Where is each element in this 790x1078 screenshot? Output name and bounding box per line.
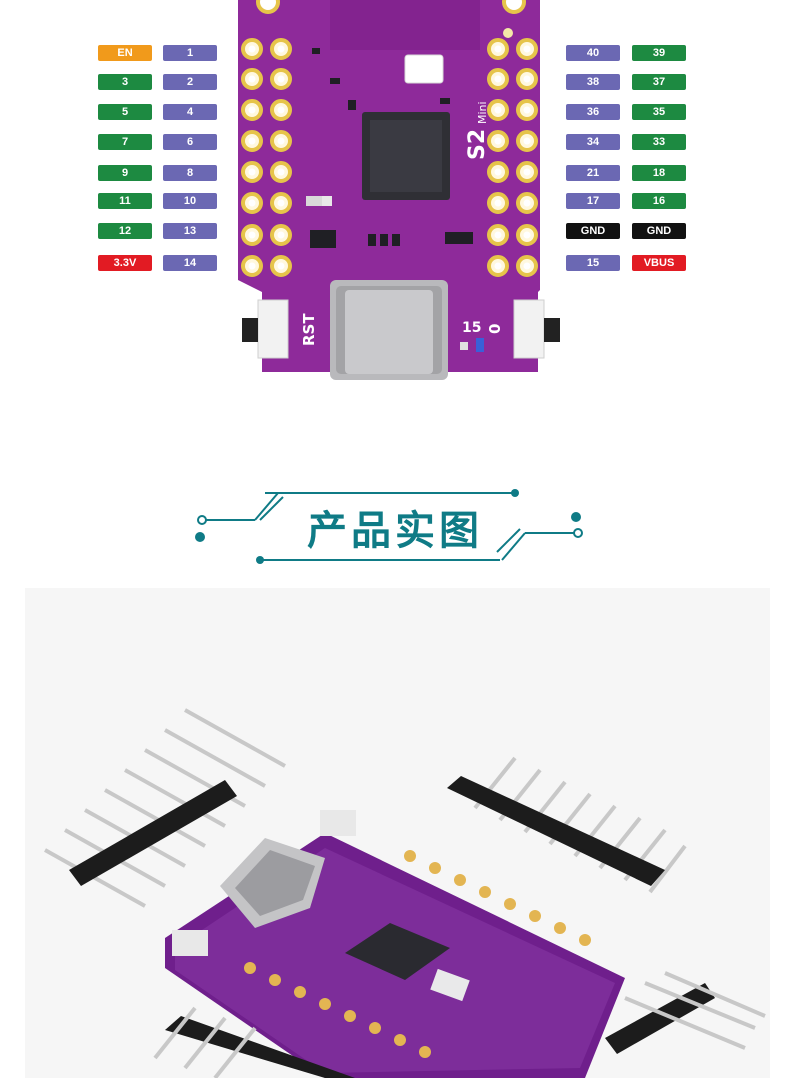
pin-label-right-inner: 21 <box>566 165 620 181</box>
pin-label-left-inner: 4 <box>163 104 217 120</box>
pin-label-right-outer: 33 <box>632 134 686 150</box>
section-title-decoration <box>195 489 583 564</box>
pin-label-left-outer: 7 <box>98 134 152 150</box>
pin-label-right-inner: 40 <box>566 45 620 61</box>
decor-ring <box>573 528 583 538</box>
pin-label-left-outer: 5 <box>98 104 152 120</box>
header-pads <box>241 38 538 277</box>
header-pad-hole <box>523 75 531 83</box>
header-pad-hole <box>277 137 285 145</box>
mount-hole <box>256 0 280 14</box>
pin-label-right-inner: 38 <box>566 74 620 90</box>
pin-label-left-outer: 3.3V <box>98 255 152 271</box>
pin-label-right-outer: 16 <box>632 193 686 209</box>
pin-label-right-inner: 36 <box>566 104 620 120</box>
header-pad-hole <box>248 199 256 207</box>
pin-label-left-inner: 8 <box>163 165 217 181</box>
fiducial <box>503 28 513 38</box>
pin-label-left-outer: 11 <box>98 193 152 209</box>
pin-label-left-inner: 6 <box>163 134 217 150</box>
header-pad-hole <box>494 262 502 270</box>
pin-label-right-outer: VBUS <box>632 255 686 271</box>
header-pads-photo <box>244 850 591 1058</box>
header-pad-hole <box>523 137 531 145</box>
led-icon <box>476 338 484 352</box>
boot-button-icon <box>513 299 560 359</box>
pin-header-icon <box>153 1006 257 1078</box>
pin-label-left-inner: 2 <box>163 74 217 90</box>
rst-button-icon <box>242 299 289 359</box>
header-pad-hole <box>494 231 502 239</box>
header-pad-hole <box>277 231 285 239</box>
header-pad-hole <box>277 262 285 270</box>
header-pad-hole <box>494 168 502 176</box>
header-pad-hole <box>494 199 502 207</box>
header-pad-hole <box>248 262 256 270</box>
header-pad-hole <box>523 199 531 207</box>
header-pad-hole <box>248 75 256 83</box>
header-pad-hole <box>248 45 256 53</box>
header-pad-hole <box>248 231 256 239</box>
header-pad-hole <box>523 262 531 270</box>
header-pad-hole <box>248 106 256 114</box>
pin-label-right-outer: 37 <box>632 74 686 90</box>
pin-label-left-outer: EN <box>98 45 152 61</box>
header-pad-hole <box>277 199 285 207</box>
button-photo-icon <box>320 810 356 836</box>
pin-label-right-outer: 18 <box>632 165 686 181</box>
decor-dot <box>571 512 581 522</box>
header-pad-hole <box>277 75 285 83</box>
product-photo <box>25 588 770 1078</box>
decor-ring <box>197 515 207 525</box>
pin-header-icon <box>624 971 766 1050</box>
section-title: 产品实图 <box>307 507 483 554</box>
header-pad-hole <box>523 168 531 176</box>
pin-label-right-outer: 39 <box>632 45 686 61</box>
crystal-photo-icon <box>430 968 470 1002</box>
pin-header-icon <box>69 780 237 886</box>
pin-label-right-inner: 34 <box>566 134 620 150</box>
pin-label-left-inner: 10 <box>163 193 217 209</box>
pin-label-left-outer: 9 <box>98 165 152 181</box>
decor-dot <box>511 489 519 497</box>
board-top-illustration: S2 Mini RST 15 0 <box>238 0 560 380</box>
decor-dot <box>256 556 264 564</box>
pin-label-left-outer: 3 <box>98 74 152 90</box>
header-pad-hole <box>494 45 502 53</box>
header-pad-hole <box>277 106 285 114</box>
header-pad-hole <box>494 137 502 145</box>
pin-label-right-outer: GND <box>632 223 686 239</box>
btn0-label: 0 <box>486 324 504 334</box>
header-pad-hole <box>523 106 531 114</box>
pin-label-right-inner: GND <box>566 223 620 239</box>
header-pad-hole <box>494 106 502 114</box>
pin-label-left-inner: 1 <box>163 45 217 61</box>
esp32-s2-chip-photo <box>345 923 450 980</box>
pin-label-left-outer: 12 <box>98 223 152 239</box>
header-pad-hole <box>277 168 285 176</box>
pin15-silk-label: 15 <box>462 320 481 336</box>
header-pad-hole <box>248 168 256 176</box>
header-pad-hole <box>248 137 256 145</box>
decor-dot <box>195 532 205 542</box>
pin-label-right-outer: 35 <box>632 104 686 120</box>
pin-label-left-inner: 14 <box>163 255 217 271</box>
board-model-label: S2 <box>465 129 490 160</box>
header-pad-hole <box>523 45 531 53</box>
header-pad-hole <box>494 75 502 83</box>
pin-label-right-inner: 17 <box>566 193 620 209</box>
button-photo-icon <box>172 930 208 956</box>
header-pad-hole <box>277 45 285 53</box>
pin-label-left-inner: 13 <box>163 223 217 239</box>
mount-hole <box>502 0 526 14</box>
header-pad-hole <box>523 231 531 239</box>
board-model-sub: Mini <box>476 101 489 124</box>
crystal-icon <box>404 54 444 84</box>
pin-label-right-inner: 15 <box>566 255 620 271</box>
pin-header-icon <box>447 776 665 886</box>
rst-label: RST <box>300 313 318 346</box>
